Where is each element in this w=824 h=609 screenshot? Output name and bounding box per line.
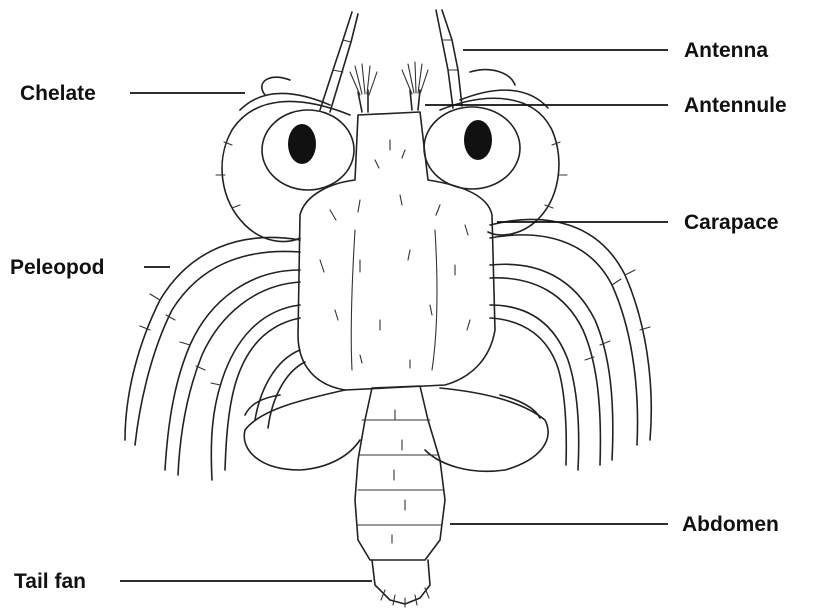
abdomen: [355, 386, 445, 560]
left-walking-legs: [125, 238, 305, 481]
abdomen-label: Abdomen: [682, 513, 779, 536]
right-walking-legs: [490, 219, 651, 470]
peleopod-label: Peleopod: [10, 256, 105, 279]
labels: Antenna Antennule Chelate Carapace Peleo…: [10, 39, 787, 593]
organism-illustration: [125, 10, 651, 607]
carapace-label: Carapace: [684, 211, 779, 234]
carapace: [298, 112, 495, 390]
leader-lines: [120, 50, 668, 581]
chelae: [216, 70, 567, 242]
tail-fan: [372, 560, 430, 607]
right-eye-pupil: [464, 120, 492, 160]
rear-appendages: [244, 388, 548, 471]
eyes: [262, 107, 520, 190]
antenna-label: Antenna: [684, 39, 768, 62]
antennule-label: Antennule: [684, 94, 787, 117]
antennae: [320, 10, 462, 112]
chelate-label: Chelate: [20, 82, 96, 105]
left-eye-pupil: [288, 124, 316, 164]
tail-fan-label: Tail fan: [14, 570, 86, 593]
antennules: [350, 62, 428, 112]
